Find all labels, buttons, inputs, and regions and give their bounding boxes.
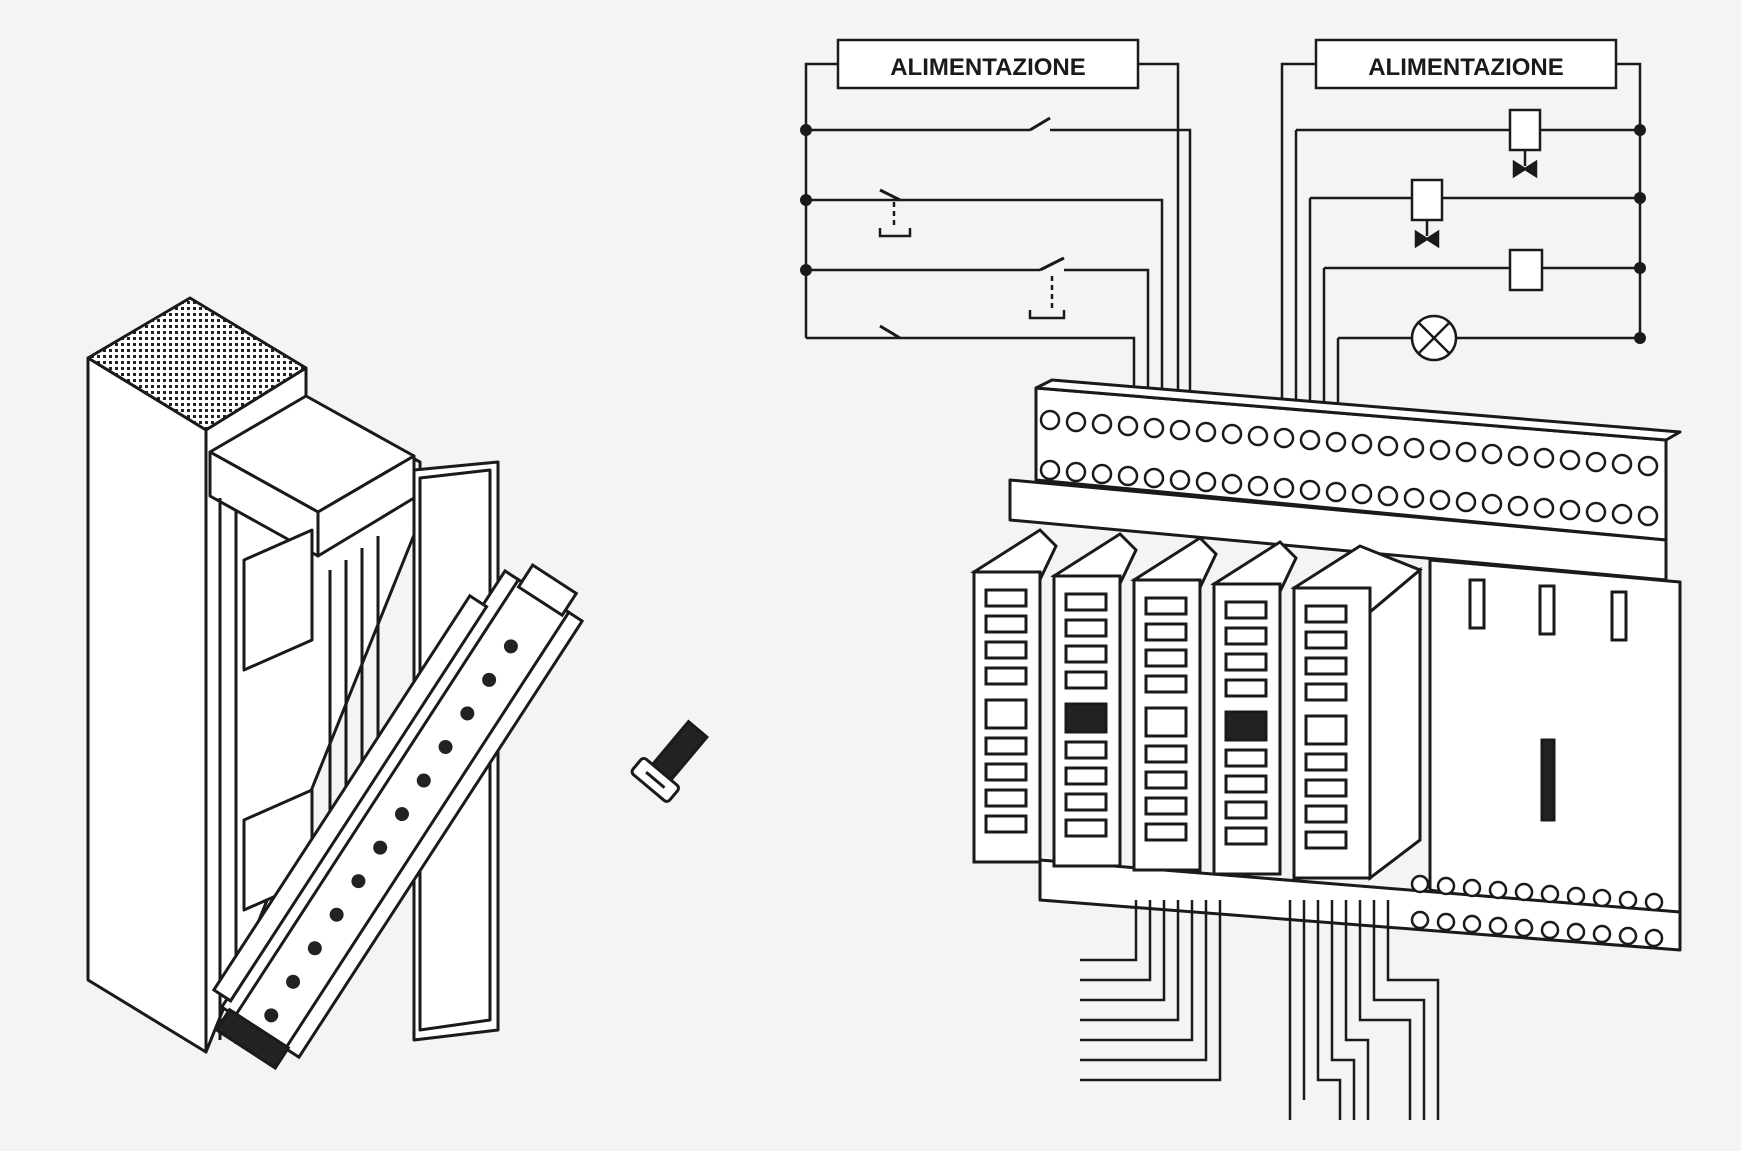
- top-terminal-row: [1039, 409, 1659, 527]
- output-power-supply-label: ALIMENTAZIONE: [890, 54, 1086, 81]
- io-module-4: [1210, 540, 1298, 876]
- hinged-terminal-strip: [211, 563, 585, 1071]
- screw-icon: [630, 719, 710, 803]
- output-power-supply-box: [836, 38, 1140, 90]
- io-module-1: [970, 528, 1058, 864]
- input-power-supply-box: [1314, 38, 1618, 90]
- io-module-2: [1050, 532, 1138, 868]
- input-power-supply-label: ALIMENTAZIONE: [1368, 54, 1564, 81]
- bottom-terminal-row: [1410, 874, 1664, 948]
- solenoid-valve-icon: [1508, 108, 1542, 179]
- wiring-schematic: [804, 38, 1642, 410]
- junction-dots: [800, 124, 1646, 344]
- solenoid-valve-icon-2: [1410, 178, 1444, 249]
- io-modules: [970, 528, 1628, 882]
- io-module-3: [1130, 536, 1218, 872]
- lamp-icon: [1410, 314, 1458, 362]
- field-wiring: [1080, 900, 1440, 1120]
- relay-coil-icon: [1508, 248, 1544, 292]
- io-module-5: [1290, 544, 1423, 882]
